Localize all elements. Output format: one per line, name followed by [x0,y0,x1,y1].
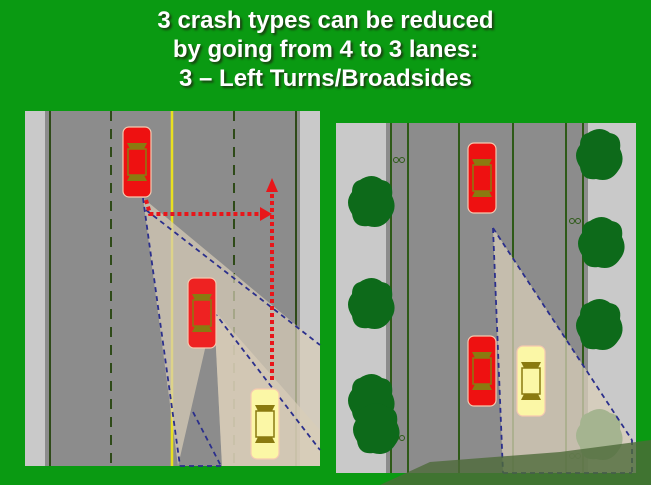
title-line-3: 3 – Left Turns/Broadsides [179,65,472,92]
left-turn-arrow [144,192,274,380]
arrow-head [266,178,278,192]
tree-icon [348,176,395,227]
slide-title: 3 crash types can be reduced by going fr… [0,6,651,93]
title-line-2: by going from 4 to 3 lanes: [172,36,479,63]
four-lane-diagram [25,111,321,467]
tree-icon [353,403,400,454]
title-line-1: 3 crash types can be reduced [157,7,494,34]
ground-strip [380,440,651,485]
tree-icon [576,129,623,180]
red-car [467,142,497,214]
yellow-car [516,345,546,417]
red-car [122,126,152,198]
red-car [467,335,497,407]
tree-icon [578,217,625,268]
red-car [187,277,217,349]
arrow-head [260,207,272,221]
tree-icon [576,299,623,350]
three-lane-diagram [336,123,636,474]
yellow-car [250,388,280,460]
tree-icon [348,278,395,329]
